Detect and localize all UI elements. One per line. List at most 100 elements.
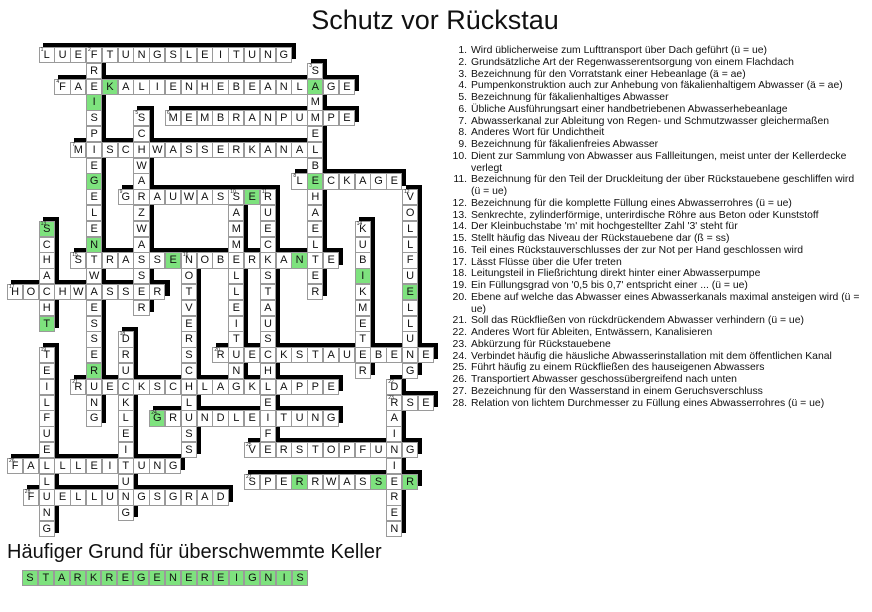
crossword-cell-highlighted[interactable]: G: [86, 173, 103, 190]
crossword-cell[interactable]: A: [196, 489, 213, 506]
crossword-cell[interactable]: E: [212, 141, 229, 159]
crossword-cell[interactable]: N: [117, 489, 134, 506]
crossword-cell[interactable]: N: [38, 505, 55, 522]
crossword-cell[interactable]: E: [180, 110, 198, 127]
crossword-cell[interactable]: R: [307, 284, 324, 301]
crossword-cell[interactable]: P: [86, 126, 103, 143]
crossword-cell[interactable]: E: [244, 410, 261, 427]
crossword-cell[interactable]: R: [228, 110, 245, 127]
crossword-cell[interactable]: S: [259, 268, 277, 285]
crossword-cell[interactable]: C: [323, 173, 340, 190]
crossword-cell[interactable]: C: [259, 236, 277, 253]
crossword-cell[interactable]: E: [244, 78, 261, 95]
crossword-cell[interactable]: U: [402, 331, 419, 348]
crossword-cell[interactable]: E: [259, 442, 277, 459]
crossword-cell[interactable]: W: [180, 189, 198, 206]
crossword-cell[interactable]: L: [291, 78, 308, 95]
crossword-cell[interactable]: E: [323, 378, 340, 396]
crossword-cell[interactable]: I: [212, 47, 229, 64]
crossword-cell[interactable]: N: [275, 78, 292, 95]
crossword-cell[interactable]: W: [133, 157, 150, 174]
crossword-cell[interactable]: G: [323, 78, 340, 95]
crossword-cell[interactable]: C: [165, 378, 182, 396]
crossword-cell[interactable]: A: [133, 236, 150, 253]
crossword-cell[interactable]: U: [228, 347, 245, 364]
crossword-cell[interactable]: M: [228, 236, 245, 253]
crossword-cell[interactable]: E: [275, 473, 292, 490]
crossword-cell[interactable]: E: [338, 78, 356, 95]
crossword-cell[interactable]: A: [354, 173, 371, 190]
crossword-cell[interactable]: N: [386, 521, 403, 538]
crossword-cell[interactable]: A: [117, 78, 134, 95]
crossword-cell[interactable]: N: [133, 47, 150, 64]
crossword-cell[interactable]: R: [165, 410, 182, 427]
crossword-cell[interactable]: L: [307, 236, 324, 253]
crossword-cell[interactable]: R: [275, 442, 292, 459]
crossword-cell[interactable]: L: [402, 236, 419, 253]
crossword-cell[interactable]: L: [86, 489, 103, 506]
crossword-cell[interactable]: A: [386, 410, 403, 427]
crossword-cell[interactable]: L: [307, 141, 324, 159]
crossword-cell[interactable]: L: [228, 284, 245, 301]
crossword-cell[interactable]: E: [323, 252, 340, 269]
crossword-cell[interactable]: P: [291, 378, 308, 396]
crossword-cell[interactable]: K: [354, 284, 371, 301]
crossword-cell[interactable]: L: [38, 457, 55, 475]
crossword-cell[interactable]: P: [307, 378, 324, 396]
crossword-cell[interactable]: S: [133, 268, 150, 285]
crossword-cell[interactable]: A: [117, 252, 134, 269]
crossword-cell-highlighted[interactable]: N: [291, 252, 308, 269]
crossword-cell[interactable]: W: [70, 284, 87, 301]
crossword-cell[interactable]: U: [402, 268, 419, 285]
crossword-cell[interactable]: T: [180, 284, 198, 301]
crossword-cell[interactable]: K: [275, 347, 292, 364]
crossword-cell[interactable]: L: [228, 268, 245, 285]
crossword-cell[interactable]: R: [180, 331, 198, 348]
crossword-cell[interactable]: N: [180, 78, 198, 95]
crossword-cell[interactable]: W: [149, 141, 166, 159]
solution-cell[interactable]: E: [212, 570, 229, 586]
crossword-cell[interactable]: I: [259, 410, 277, 427]
crossword-cell[interactable]: L: [259, 378, 277, 396]
crossword-cell[interactable]: R: [228, 141, 245, 159]
crossword-cell[interactable]: E: [228, 299, 245, 317]
crossword-cell[interactable]: T: [275, 410, 292, 427]
crossword-cell[interactable]: R: [86, 62, 103, 80]
crossword-cell[interactable]: E: [165, 78, 182, 95]
crossword-cell[interactable]: N: [307, 410, 324, 427]
crossword-cell[interactable]: L: [133, 78, 150, 95]
crossword-cell[interactable]: P: [275, 110, 292, 127]
crossword-cell[interactable]: H: [196, 78, 213, 95]
crossword-cell[interactable]: W: [133, 220, 150, 238]
crossword-cell[interactable]: H: [54, 284, 71, 301]
crossword-cell[interactable]: L: [38, 394, 55, 411]
crossword-cell[interactable]: S: [291, 442, 308, 459]
crossword-cell[interactable]: E: [86, 220, 103, 238]
crossword-cell[interactable]: E: [101, 378, 119, 396]
crossword-cell[interactable]: O: [402, 205, 419, 222]
crossword-cell[interactable]: U: [165, 189, 182, 206]
crossword-cell[interactable]: S: [101, 284, 119, 301]
crossword-cell-highlighted[interactable]: E: [165, 252, 182, 269]
crossword-cell[interactable]: U: [180, 410, 198, 427]
solution-cell[interactable]: I: [276, 570, 293, 586]
crossword-cell[interactable]: E: [386, 173, 403, 190]
crossword-cell[interactable]: T: [307, 252, 324, 269]
crossword-cell-highlighted[interactable]: K: [101, 78, 119, 95]
solution-cell[interactable]: E: [180, 570, 197, 586]
crossword-cell[interactable]: E: [70, 47, 87, 64]
crossword-cell[interactable]: E: [86, 189, 103, 206]
crossword-cell[interactable]: N: [259, 110, 277, 127]
crossword-cell[interactable]: C: [180, 363, 198, 380]
crossword-cell-highlighted[interactable]: A: [307, 78, 324, 95]
